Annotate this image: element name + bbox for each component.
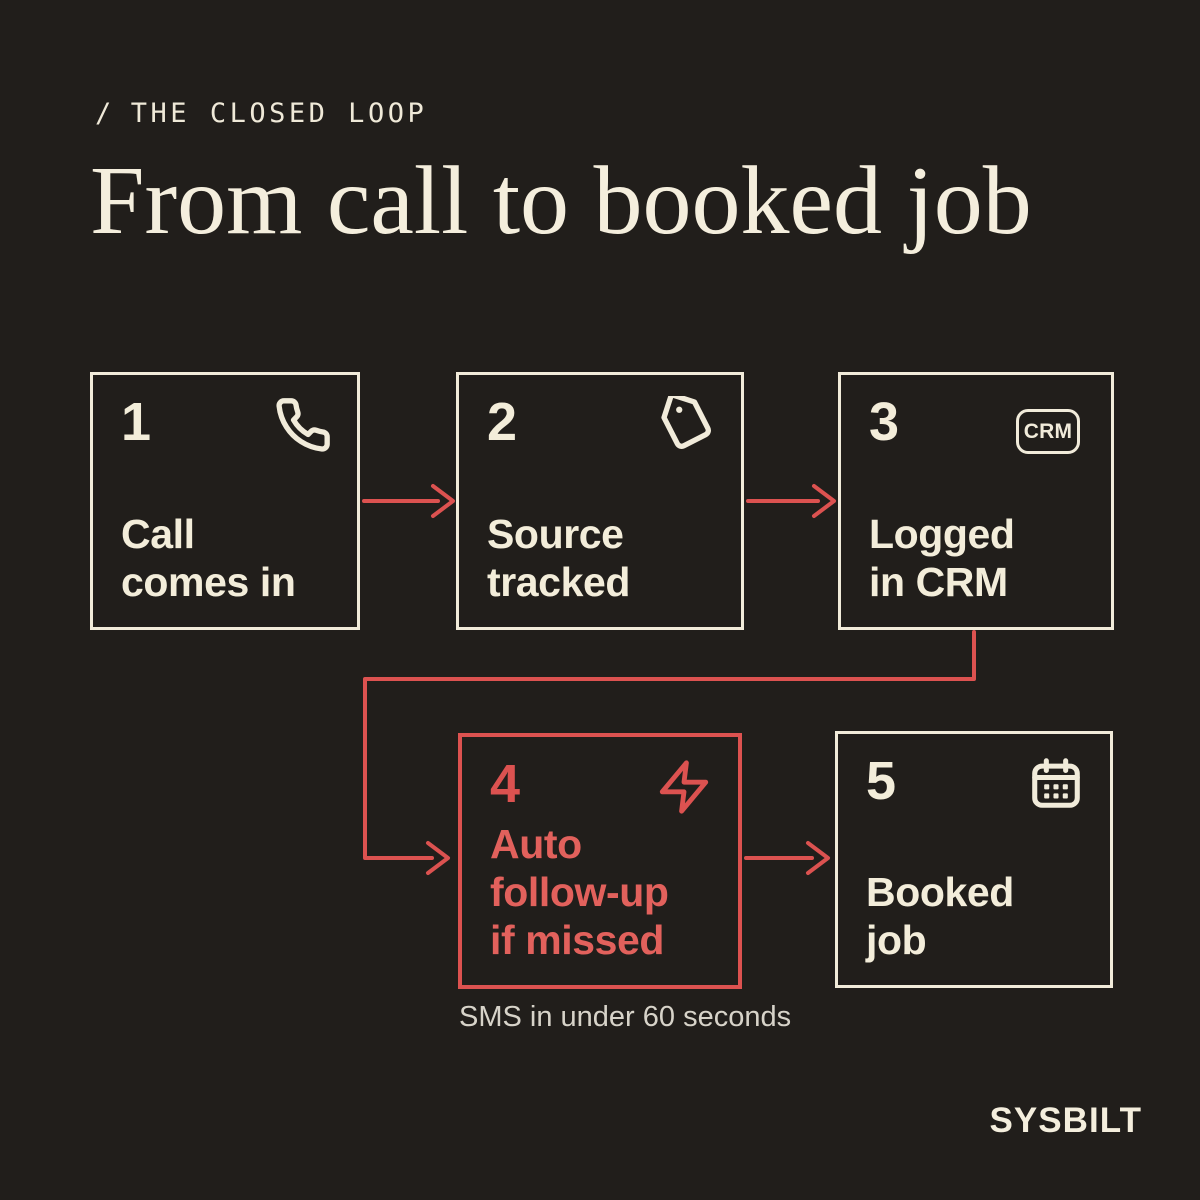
- eyebrow: / THE CLOSED LOOP: [95, 98, 427, 129]
- step-box-booked-job: 5 Booked job: [835, 731, 1113, 988]
- brand-logo: SYSBILT: [989, 1101, 1142, 1140]
- step-label: Logged in CRM: [869, 511, 1015, 606]
- sms-caption: SMS in under 60 seconds: [459, 1001, 792, 1033]
- step-number: 5: [866, 751, 897, 811]
- lightning-icon: [655, 758, 713, 816]
- step-number: 1: [121, 392, 152, 452]
- step-number: 3: [869, 392, 900, 452]
- crm-badge-label: CRM: [1023, 420, 1073, 443]
- step-number: 4: [490, 754, 521, 814]
- step-label: Call comes in: [121, 511, 296, 606]
- calendar-icon: [1027, 755, 1085, 813]
- tag-icon: [658, 391, 716, 454]
- step-box-logged-in-crm: 3 CRM Logged in CRM: [838, 372, 1114, 630]
- step-label: Source tracked: [487, 511, 630, 606]
- step-label: Auto follow-up if missed: [490, 821, 669, 964]
- arrowhead-step3-to-step4: [426, 841, 450, 875]
- arrowhead-step4-to-step5: [806, 841, 830, 875]
- step-number: 2: [487, 392, 518, 452]
- page-title: From call to booked job: [90, 147, 1032, 255]
- arrowhead-step1-to-step2: [431, 484, 455, 518]
- step-box-source-tracked: 2 Source tracked: [456, 372, 744, 630]
- step-label: Booked job: [866, 869, 1014, 964]
- step-box-auto-follow-up: 4 Auto follow-up if missed: [458, 733, 742, 989]
- crm-badge-icon: CRM: [1016, 409, 1080, 454]
- eyebrow-label: THE CLOSED LOOP: [130, 98, 428, 129]
- phone-icon: [274, 396, 332, 454]
- step-box-call-comes-in: 1 Call comes in: [90, 372, 360, 630]
- arrowhead-step2-to-step3: [812, 484, 836, 518]
- eyebrow-slash: /: [95, 98, 115, 129]
